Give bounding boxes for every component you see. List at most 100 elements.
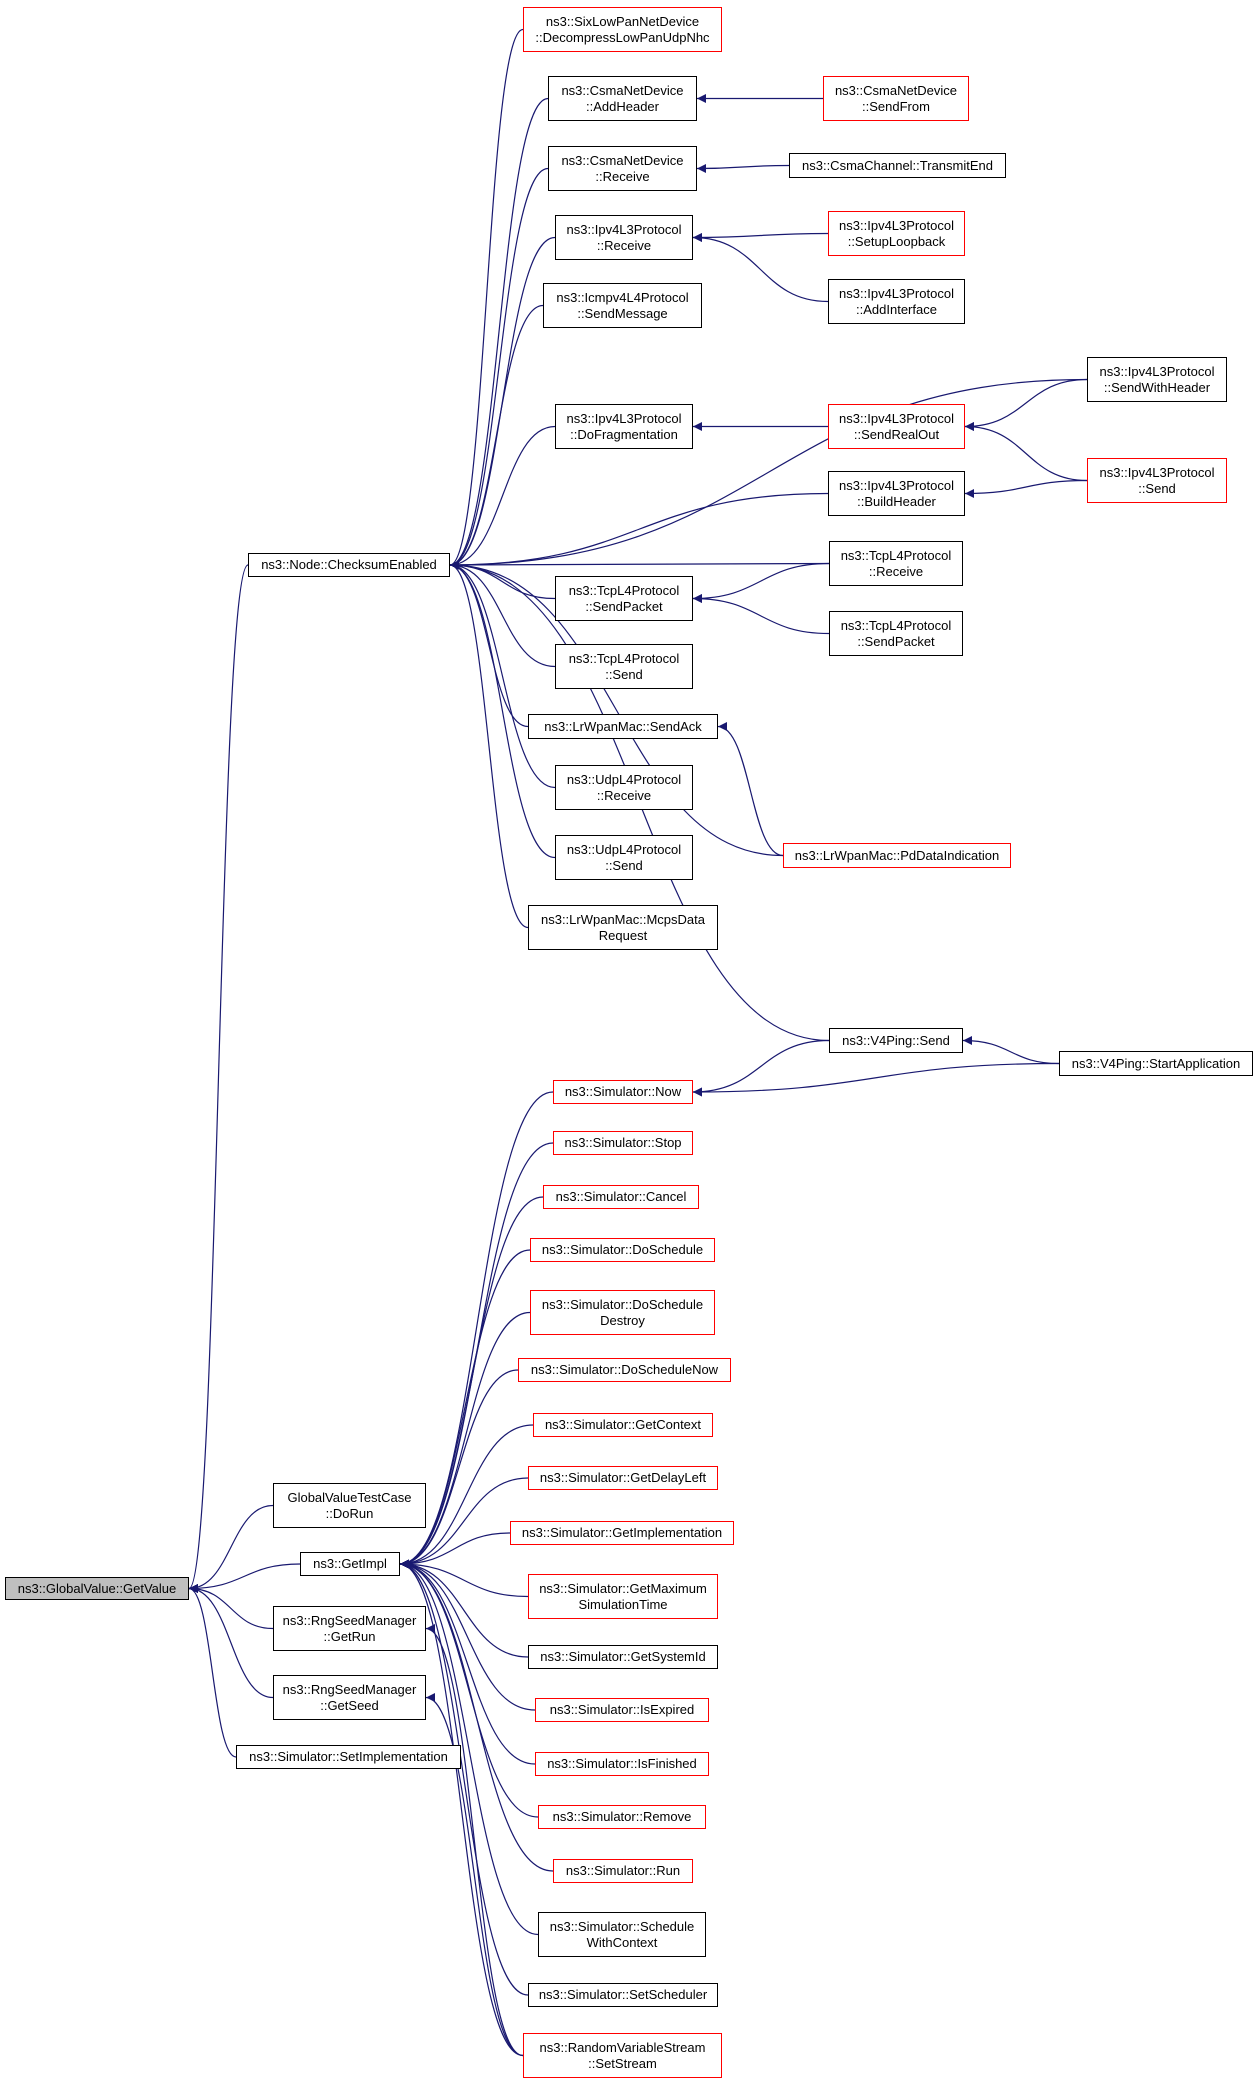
edge-ipv4-addif-to-ipv4-receive bbox=[692, 233, 829, 303]
node-label-line: ::GetSeed bbox=[320, 1697, 379, 1713]
edge-sim-now-to-getimpl bbox=[399, 1091, 554, 1569]
node-csmachannel-tx[interactable]: ns3::CsmaChannel::TransmitEnd bbox=[789, 153, 1006, 178]
edge-ipv4-buildheader-to-checksum bbox=[449, 492, 829, 570]
edge-sim-setimpl-to-gv-getvalue bbox=[188, 1584, 237, 1758]
node-ipv4-sendwithheader[interactable]: ns3::Ipv4L3Protocol::SendWithHeader bbox=[1087, 357, 1227, 402]
node-sixlowpan[interactable]: ns3::SixLowPanNetDevice::DecompressLowPa… bbox=[523, 7, 722, 52]
node-rng-getseed[interactable]: ns3::RngSeedManager::GetSeed bbox=[273, 1675, 426, 1720]
edge-sim-doschednow-to-getimpl bbox=[399, 1369, 519, 1569]
node-label-line: Destroy bbox=[600, 1312, 645, 1328]
node-label-line: ::BuildHeader bbox=[857, 493, 936, 509]
node-label-line: ns3::Simulator::IsExpired bbox=[549, 1702, 695, 1717]
node-sim-stop[interactable]: ns3::Simulator::Stop bbox=[553, 1131, 693, 1155]
node-label-line: ns3::Ipv4L3Protocol bbox=[839, 217, 954, 233]
node-v4ping-send[interactable]: ns3::V4Ping::Send bbox=[829, 1028, 963, 1053]
node-label-line: Request bbox=[598, 927, 648, 943]
node-ipv4-buildheader[interactable]: ns3::Ipv4L3Protocol::BuildHeader bbox=[828, 471, 965, 516]
node-label-line: ns3::Simulator::Run bbox=[565, 1863, 681, 1878]
node-label-line: ns3::Simulator::IsFinished bbox=[547, 1756, 697, 1771]
edge-rng-getseed-to-gv-getvalue bbox=[188, 1584, 274, 1699]
edge-sim-getctx-to-getimpl bbox=[399, 1424, 534, 1569]
node-label-line: ::AddInterface bbox=[856, 301, 937, 317]
node-sim-getsysid[interactable]: ns3::Simulator::GetSystemId bbox=[528, 1645, 718, 1669]
edge-v4ping-send-to-sim-now bbox=[692, 1039, 830, 1097]
node-label-line: ::SendPacket bbox=[585, 598, 663, 614]
node-ipv4-receive[interactable]: ns3::Ipv4L3Protocol::Receive bbox=[555, 215, 693, 260]
edge-lrwpan-pddata-to-lrwpan-sendack bbox=[717, 722, 784, 857]
node-label-line: ns3::GlobalValue::GetValue bbox=[17, 1580, 177, 1596]
node-csma-receive[interactable]: ns3::CsmaNetDevice::Receive bbox=[548, 146, 697, 191]
node-label-line: ::Receive bbox=[868, 563, 924, 579]
node-ipv4-addif[interactable]: ns3::Ipv4L3Protocol::AddInterface bbox=[828, 279, 965, 324]
node-label-line: ns3::Ipv4L3Protocol bbox=[566, 410, 682, 426]
edge-rvs-setstream-to-rng-getseed bbox=[425, 1693, 524, 2057]
node-checksum[interactable]: ns3::Node::ChecksumEnabled bbox=[248, 553, 450, 577]
node-rvs-setstream[interactable]: ns3::RandomVariableStream::SetStream bbox=[523, 2033, 722, 2078]
edge-ipv4-setuploop-to-ipv4-receive bbox=[692, 232, 829, 242]
edge-rvs-setstream-to-rng-getrun bbox=[425, 1624, 524, 2057]
node-sim-getdelay[interactable]: ns3::Simulator::GetDelayLeft bbox=[528, 1466, 718, 1490]
edge-sim-getsysid-to-getimpl bbox=[399, 1559, 529, 1658]
node-label-line: ns3::Ipv4L3Protocol bbox=[1099, 464, 1215, 480]
node-sim-setsched[interactable]: ns3::Simulator::SetScheduler bbox=[528, 1983, 718, 2007]
node-sim-getimpl[interactable]: ns3::Simulator::GetImplementation bbox=[510, 1521, 734, 1545]
node-label-line: ns3::RngSeedManager bbox=[282, 1612, 417, 1628]
node-label-line: ::AddHeader bbox=[586, 98, 659, 114]
node-tcp-receive[interactable]: ns3::TcpL4Protocol::Receive bbox=[829, 541, 963, 586]
node-icmp-sendmsg[interactable]: ns3::Icmpv4L4Protocol::SendMessage bbox=[543, 283, 702, 328]
node-sim-remove[interactable]: ns3::Simulator::Remove bbox=[538, 1805, 706, 1829]
node-csma-addheader[interactable]: ns3::CsmaNetDevice::AddHeader bbox=[548, 76, 697, 121]
node-csma-sendfrom[interactable]: ns3::CsmaNetDevice::SendFrom bbox=[823, 76, 969, 121]
edge-sixlowpan-to-checksum bbox=[449, 28, 524, 570]
node-label-line: ns3::Simulator::Cancel bbox=[555, 1189, 687, 1204]
edge-checksum-to-gv-getvalue bbox=[188, 564, 249, 1593]
node-sim-cancel[interactable]: ns3::Simulator::Cancel bbox=[543, 1185, 699, 1209]
node-tcp-sendpacket2[interactable]: ns3::TcpL4Protocol::SendPacket bbox=[829, 611, 963, 656]
node-udp-receive[interactable]: ns3::UdpL4Protocol::Receive bbox=[555, 765, 693, 810]
node-label-line: ns3::RngSeedManager bbox=[282, 1681, 417, 1697]
node-label-line: ns3::GetImpl bbox=[313, 1556, 387, 1571]
node-gvtc-dorun[interactable]: GlobalValueTestCase::DoRun bbox=[273, 1483, 426, 1528]
edge-csmachannel-tx-to-csma-receive bbox=[696, 163, 790, 173]
node-sim-dosched[interactable]: ns3::Simulator::DoSchedule bbox=[530, 1238, 715, 1262]
node-getimpl[interactable]: ns3::GetImpl bbox=[300, 1552, 400, 1576]
edge-lrwpan-mcps-to-checksum bbox=[449, 560, 529, 929]
node-label-line: ::SendWithHeader bbox=[1103, 379, 1211, 395]
edge-rng-getrun-to-gv-getvalue bbox=[188, 1584, 274, 1630]
edge-udp-receive-to-checksum bbox=[449, 560, 556, 789]
node-sim-setimpl[interactable]: ns3::Simulator::SetImplementation bbox=[236, 1745, 461, 1769]
node-label-line: ns3::RandomVariableStream bbox=[539, 2039, 706, 2055]
node-sim-now[interactable]: ns3::Simulator::Now bbox=[553, 1080, 693, 1104]
node-gv-getvalue[interactable]: ns3::GlobalValue::GetValue bbox=[5, 1577, 189, 1600]
node-lrwpan-sendack[interactable]: ns3::LrWpanMac::SendAck bbox=[528, 714, 718, 739]
node-ipv4-send[interactable]: ns3::Ipv4L3Protocol::Send bbox=[1087, 458, 1227, 503]
node-label-line: ns3::TcpL4Protocol bbox=[568, 582, 680, 598]
node-sim-run[interactable]: ns3::Simulator::Run bbox=[553, 1859, 693, 1883]
node-rng-getrun[interactable]: ns3::RngSeedManager::GetRun bbox=[273, 1606, 426, 1651]
node-label-line: ns3::LrWpanMac::McpsData bbox=[540, 911, 705, 927]
node-ipv4-setuploop[interactable]: ns3::Ipv4L3Protocol::SetupLoopback bbox=[828, 211, 965, 256]
node-tcp-sendpacket1[interactable]: ns3::TcpL4Protocol::SendPacket bbox=[555, 576, 693, 621]
node-sim-doschednow[interactable]: ns3::Simulator::DoScheduleNow bbox=[518, 1358, 731, 1382]
node-sim-isfinished[interactable]: ns3::Simulator::IsFinished bbox=[535, 1752, 709, 1776]
node-udp-send[interactable]: ns3::UdpL4Protocol::Send bbox=[555, 835, 693, 880]
node-ipv4-sendrealout[interactable]: ns3::Ipv4L3Protocol::SendRealOut bbox=[828, 404, 965, 449]
node-sim-getctx[interactable]: ns3::Simulator::GetContext bbox=[533, 1413, 713, 1437]
node-v4ping-start[interactable]: ns3::V4Ping::StartApplication bbox=[1059, 1051, 1253, 1076]
node-label-line: ns3::LrWpanMac::SendAck bbox=[544, 718, 702, 734]
node-label-line: ::SendFrom bbox=[862, 98, 930, 114]
node-sim-isexpired[interactable]: ns3::Simulator::IsExpired bbox=[535, 1698, 709, 1722]
node-tcp-send[interactable]: ns3::TcpL4Protocol::Send bbox=[555, 644, 693, 689]
node-ipv4-dofrag[interactable]: ns3::Ipv4L3Protocol::DoFragmentation bbox=[555, 404, 693, 449]
node-label-line: ns3::Simulator::GetSystemId bbox=[540, 1649, 706, 1664]
edge-csma-addheader-to-checksum bbox=[449, 97, 549, 570]
node-label-line: ns3::CsmaNetDevice bbox=[834, 82, 958, 98]
node-lrwpan-pddata[interactable]: ns3::LrWpanMac::PdDataIndication bbox=[783, 843, 1011, 868]
node-label-line: ns3::Ipv4L3Protocol bbox=[839, 477, 954, 493]
node-label-line: ::SetupLoopback bbox=[847, 233, 946, 249]
